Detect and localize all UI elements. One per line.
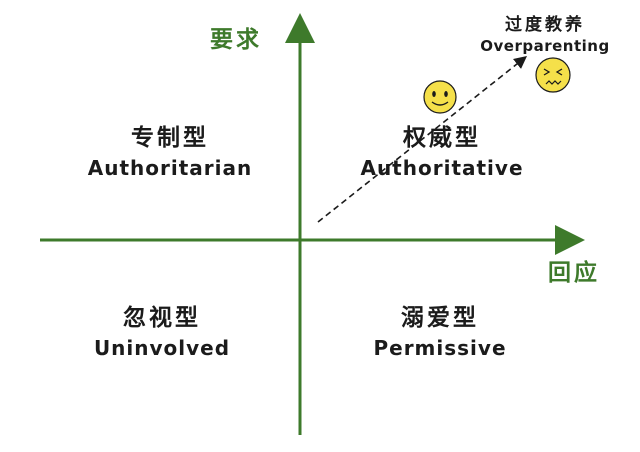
quadrant-title-en: Authoritative — [360, 156, 524, 180]
quadrant-title-cn: 权威型 — [403, 125, 481, 151]
quadrant-uninvolved: 忽视型 Uninvolved — [52, 298, 272, 360]
quadrant-title-en: Authoritarian — [87, 156, 253, 180]
smile-face-icon — [423, 80, 457, 114]
quadrant-title-en: Uninvolved — [93, 336, 231, 360]
quadrant-title-cn: 溺爱型 — [401, 305, 479, 331]
quadrant-authoritative: 权威型 Authoritative — [332, 118, 552, 180]
quadrant-title-cn: 忽视型 — [123, 305, 201, 331]
overparenting-dashed-arrow — [317, 56, 528, 223]
overparenting-label: 过度教养 Overparenting — [455, 10, 635, 55]
quadrant-title-cn: 专制型 — [131, 125, 209, 151]
overparenting-title-en: Overparenting — [480, 37, 610, 55]
quadrant-authoritarian: 专制型 Authoritarian — [60, 118, 280, 180]
stressed-face-icon — [535, 57, 571, 93]
quadrant-title-en: Permissive — [373, 336, 507, 360]
x-axis-label: 回应 — [548, 260, 600, 286]
y-axis-label: 要求 — [210, 27, 262, 53]
overparenting-title-cn: 过度教养 — [505, 15, 585, 35]
quadrant-permissive: 溺爱型 Permissive — [330, 298, 550, 360]
